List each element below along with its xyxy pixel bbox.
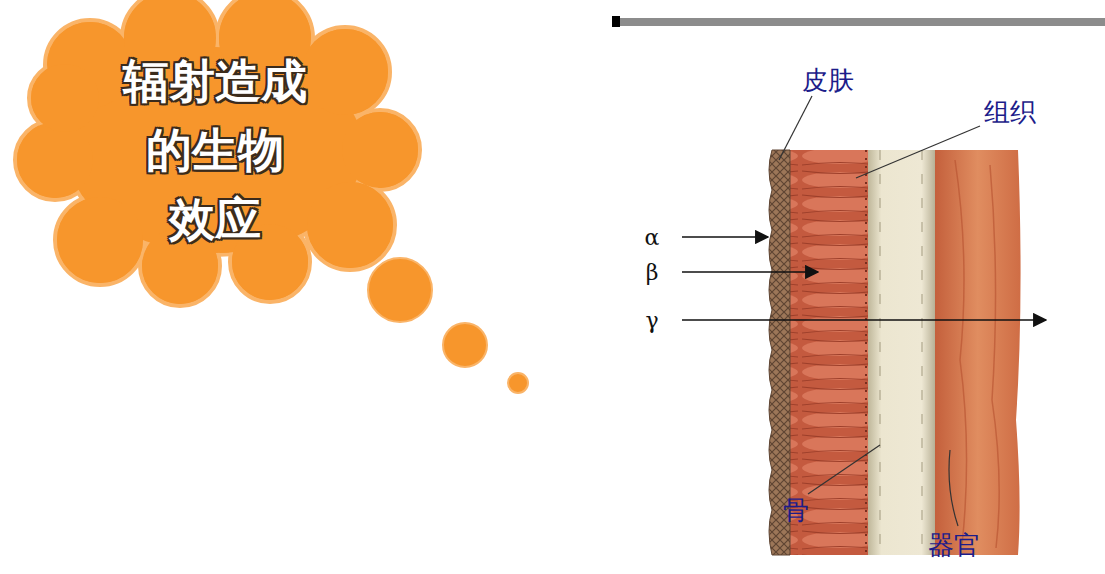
tissue-edge [865,150,867,555]
skin-layer [769,150,790,555]
tissue-layer [788,150,868,555]
thought-bubble [508,373,528,393]
header-bar [620,18,1105,26]
leader-line [808,445,880,494]
leader-line [856,126,980,178]
beta-ray-arrow [682,271,818,273]
alpha-ray-arrow [682,236,768,238]
cloud-fill [342,112,418,188]
part-label: 器官 [928,528,980,563]
thought-bubble [443,323,487,367]
bone-texture [880,150,922,555]
part-label: 皮肤 [802,63,854,98]
ray-label: β [646,260,659,285]
part-label: 骨 [783,493,809,528]
ray-label: γ [645,308,658,333]
gamma-ray-arrow [682,319,1046,321]
cloud-fill [31,64,99,132]
organ-texture [955,160,999,548]
header-mark [612,16,620,27]
cloud-fill [57,197,143,283]
cloud-fill [302,29,388,115]
part-label: 组织 [984,95,1036,130]
organ-layer [935,150,1021,555]
leader-line [949,450,958,526]
cloud-fill [307,182,393,268]
leader-line [779,96,812,160]
bone-layer [868,150,935,555]
thought-cloud: 辐射造成 的生物 效应 [20,0,410,300]
thought-bubble [368,258,432,322]
ray-label: α [645,225,660,250]
cloud-fill [17,122,93,198]
cloud-title: 辐射造成 的生物 效应 [109,47,321,254]
